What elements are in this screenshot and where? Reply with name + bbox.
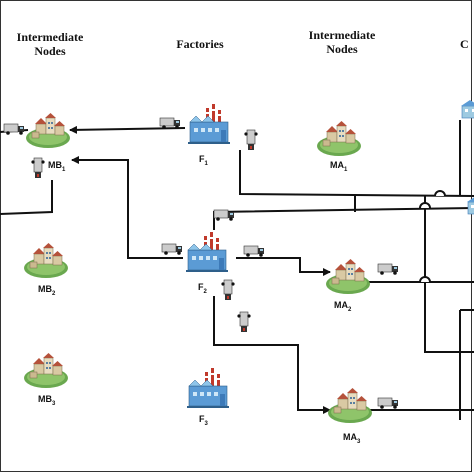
node-label-f2: F2 <box>198 282 207 295</box>
header-intermediate-nodes-left: Intermediate Nodes <box>16 30 84 58</box>
hop-3 <box>419 276 431 283</box>
flow-f1-to-mb1 <box>69 125 186 134</box>
flow-f1-to-customers <box>239 150 474 197</box>
factory-f1-icon <box>187 103 231 145</box>
node-label-mb2: MB2 <box>38 284 56 297</box>
truck-icon <box>243 129 259 151</box>
warehouse-mb3-icon <box>23 352 69 389</box>
node-label-f3: F3 <box>199 414 208 427</box>
warehouse-mb2-icon <box>23 242 69 279</box>
hop-2 <box>434 190 446 197</box>
header-intermediate-nodes-right: Intermediate Nodes <box>308 28 376 56</box>
truck-icon <box>220 279 236 301</box>
truck-icon <box>161 243 183 256</box>
customer-building-icon <box>460 99 474 119</box>
warehouse-ma3-icon <box>327 387 373 424</box>
factory-f3-icon <box>186 367 230 409</box>
header-customers-partial: C <box>460 37 469 51</box>
node-label-mb3: MB3 <box>38 394 56 407</box>
warehouse-mb1-icon <box>25 112 71 149</box>
line-hops <box>419 190 446 283</box>
truck-icon <box>236 311 252 333</box>
flow-f2-to-ma2 <box>236 257 331 276</box>
customer-building-icon <box>466 195 474 215</box>
node-label-mb1: MB1 <box>48 160 66 173</box>
flow-f2-to-mb1 <box>71 156 183 259</box>
hop-1 <box>419 202 431 209</box>
header-factories: Factories <box>176 37 224 51</box>
factory-f2-icon <box>185 231 229 273</box>
truck-icon <box>159 117 181 130</box>
truck-icon <box>377 263 399 276</box>
flow-f2-upper <box>213 207 474 230</box>
truck-icon <box>243 245 265 258</box>
truck-icon <box>377 397 399 410</box>
flow-right-collector <box>424 196 474 353</box>
node-label-ma1: MA1 <box>330 160 348 173</box>
flow-lines <box>0 120 474 420</box>
node-label-f1: F1 <box>199 154 208 167</box>
flow-f2-to-ma3 <box>213 296 331 414</box>
truck-icon <box>3 123 25 136</box>
node-label-ma3: MA3 <box>343 432 361 445</box>
warehouse-ma2-icon <box>325 258 371 295</box>
node-label-ma2: MA2 <box>334 300 352 313</box>
warehouse-ma1-icon <box>316 120 362 157</box>
flow-mb1-left-bottom <box>0 180 53 215</box>
truck-icon <box>30 157 46 179</box>
